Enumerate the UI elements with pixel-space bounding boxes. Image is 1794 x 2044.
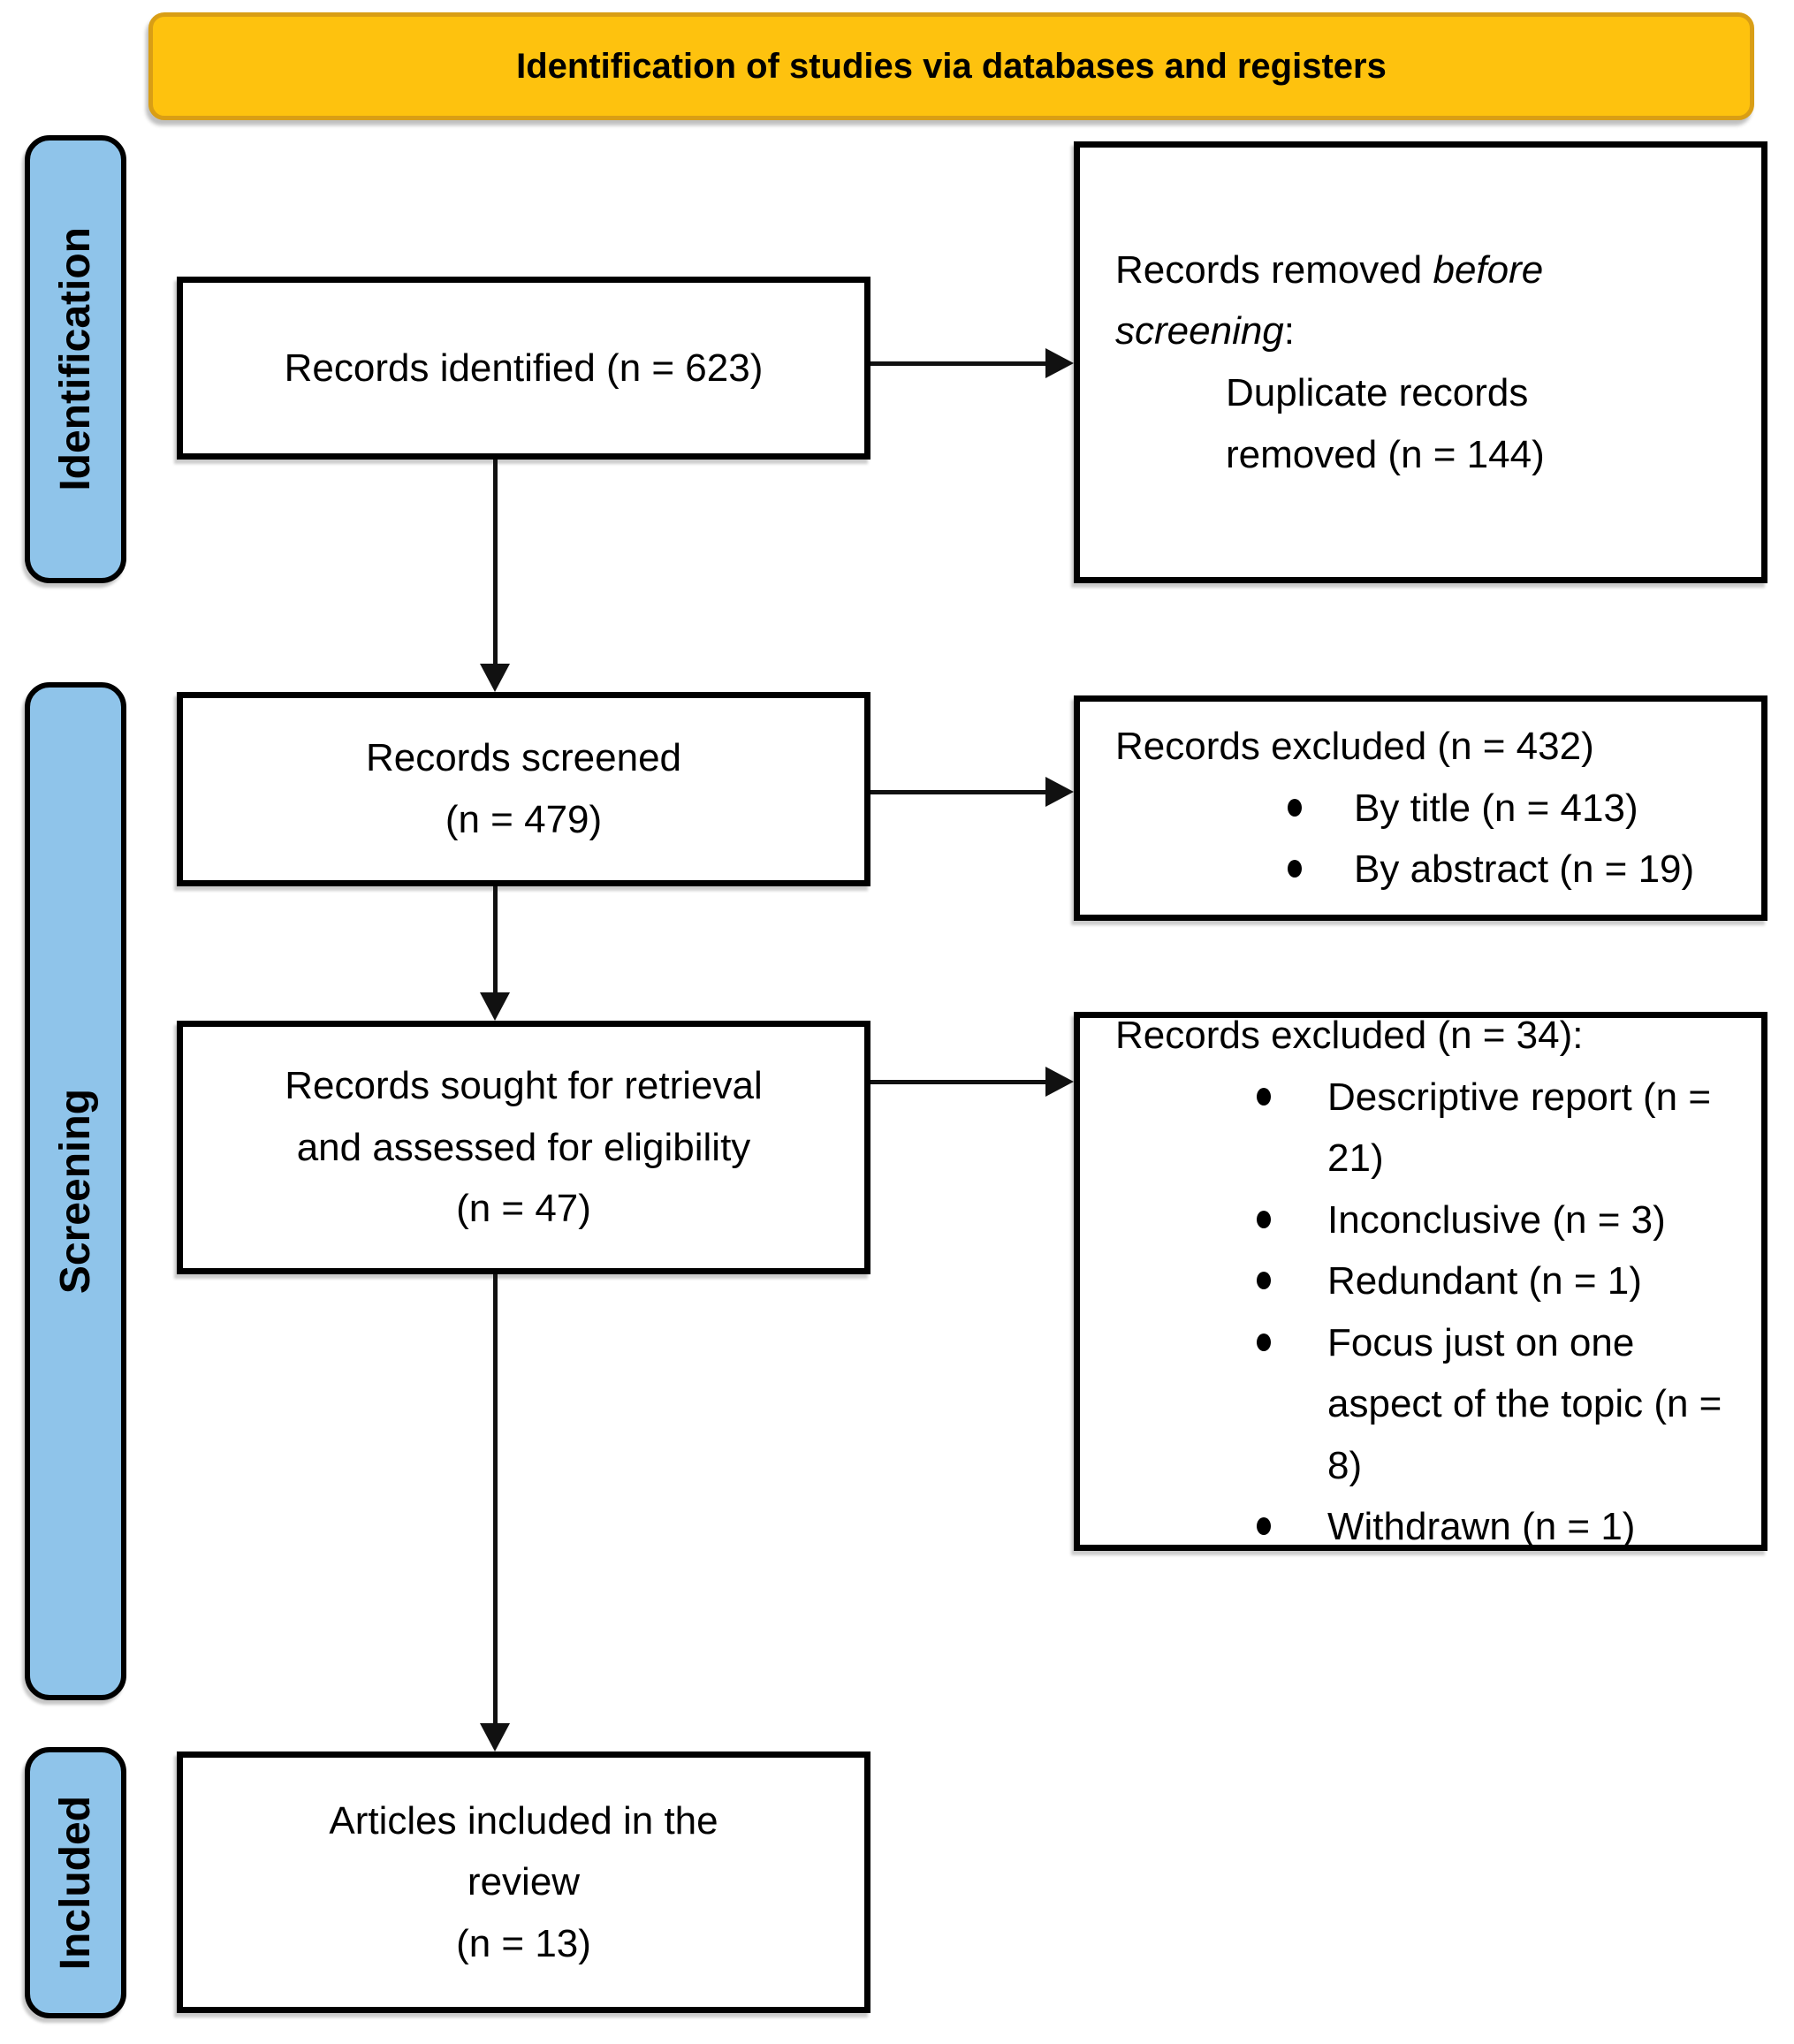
node-text-line: Duplicate records: [1226, 371, 1529, 414]
stage-bar-screening: Screening: [25, 682, 126, 1700]
node-text-line: Records identified (n = 623): [284, 346, 764, 390]
node-records-screened: Records screened (n = 479): [177, 692, 870, 886]
node-records-identified: Records identified (n = 623): [177, 277, 870, 460]
arrowhead-right-icon: [1045, 777, 1074, 807]
node-text-line: (n = 479): [445, 798, 603, 841]
banner-title: Identification of studies via databases …: [516, 46, 1387, 86]
node-text-line: Records removed before: [1115, 239, 1737, 301]
node-records-sought-for-retrieval: Records sought for retrieval and assesse…: [177, 1021, 870, 1274]
node-records-excluded-eligibility: Records excluded (n = 34): Descriptive r…: [1074, 1012, 1767, 1551]
node-records-excluded-screening: Records excluded (n = 432) By title (n =…: [1074, 695, 1767, 921]
bullet-text: Focus just on one aspect of the topic (n…: [1327, 1320, 1722, 1487]
bullet-item: By abstract (n = 19): [1288, 839, 1737, 900]
stage-label-screening: Screening: [52, 1088, 99, 1295]
node-text-line: removed (n = 144): [1226, 432, 1545, 476]
stage-label-included: Included: [52, 1795, 99, 1971]
exclusion-reasons-list: Descriptive report (n = 21) Inconclusive…: [1257, 1067, 1737, 1558]
banner-identification-of-studies: Identification of studies via databases …: [148, 12, 1754, 120]
arrowhead-down-icon: [480, 992, 510, 1021]
arrow-screened-to-sought: [493, 886, 498, 994]
node-text-line: screening:: [1115, 300, 1737, 362]
node-text-line: and assessed for eligibility: [296, 1125, 751, 1169]
node-text-line: Records screened: [365, 736, 682, 780]
node-text-line: Records sought for retrieval: [285, 1064, 763, 1108]
arrowhead-right-icon: [1045, 348, 1074, 378]
text-normal: Records removed: [1115, 247, 1433, 292]
bullet-text: By title (n = 413): [1354, 786, 1638, 830]
arrow-identified-to-removed: [870, 361, 1045, 366]
stage-bar-identification: Identification: [25, 135, 126, 583]
stage-bar-included: Included: [25, 1747, 126, 2018]
text-normal: :: [1283, 309, 1296, 353]
node-records-removed-before-screening: Records removed before screening: Duplic…: [1074, 141, 1767, 583]
node-title-line: Records excluded (n = 432): [1115, 725, 1594, 769]
node-articles-included: Articles included in the review (n = 13): [177, 1751, 870, 2013]
node-text-line: Articles included in the: [329, 1798, 718, 1843]
bullet-item: Inconclusive (n = 3): [1257, 1189, 1737, 1251]
node-text-line: (n = 47): [456, 1187, 591, 1231]
node-text-line: review: [467, 1860, 581, 1904]
bullet-text: Withdrawn (n = 1): [1327, 1505, 1636, 1549]
text-italic: screening: [1115, 309, 1284, 353]
arrow-sought-to-excluded: [870, 1080, 1045, 1084]
stage-label-identification: Identification: [52, 227, 99, 491]
node-title-line: Records excluded (n = 34):: [1115, 1014, 1584, 1058]
text-italic: before: [1433, 247, 1544, 292]
bullet-item: By title (n = 413): [1288, 778, 1737, 840]
bullet-item: Withdrawn (n = 1): [1257, 1496, 1737, 1558]
arrowhead-down-icon: [480, 664, 510, 692]
bullet-text: Redundant (n = 1): [1327, 1259, 1642, 1303]
bullet-text: Inconclusive (n = 3): [1327, 1197, 1666, 1242]
arrowhead-right-icon: [1045, 1067, 1074, 1097]
arrowhead-down-icon: [480, 1723, 510, 1751]
node-text-line: (n = 13): [456, 1921, 591, 1965]
arrow-screened-to-excluded: [870, 790, 1045, 794]
arrow-identified-to-screened: [493, 460, 498, 665]
bullet-item: Focus just on one aspect of the topic (n…: [1257, 1312, 1737, 1497]
exclusion-reasons-list: By title (n = 413) By abstract (n = 19): [1288, 778, 1737, 900]
bullet-item: Redundant (n = 1): [1257, 1250, 1737, 1312]
arrow-sought-to-included: [493, 1274, 498, 1725]
bullet-item: Descriptive report (n = 21): [1257, 1067, 1737, 1189]
bullet-text: By abstract (n = 19): [1354, 847, 1695, 892]
bullet-text: Descriptive report (n = 21): [1327, 1075, 1712, 1181]
